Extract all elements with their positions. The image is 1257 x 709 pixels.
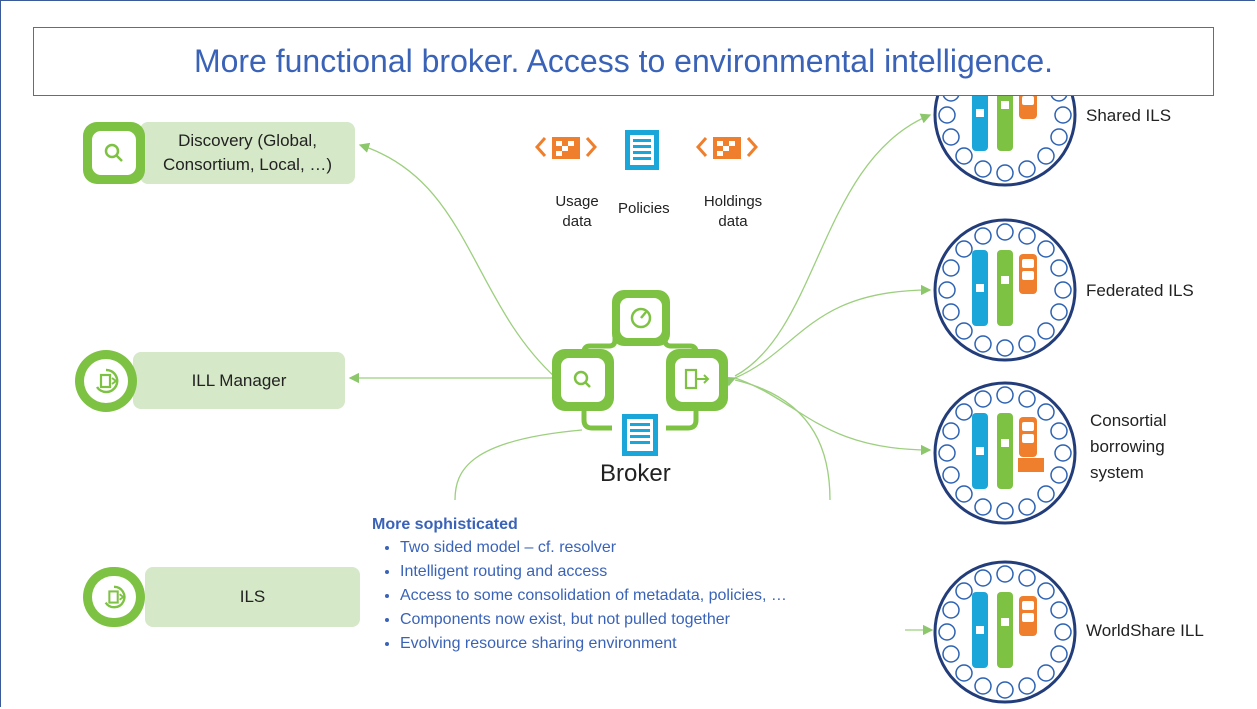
ils-label: ILS [239, 587, 266, 606]
consortial-label: Consortial borrowing system [1090, 411, 1167, 482]
shared-ils-label: Shared ILS [1086, 106, 1172, 125]
slide-title: More functional broker. Access to enviro… [33, 27, 1214, 96]
federated-ils-label: Federated ILS [1086, 281, 1194, 300]
ill-manager-icon [75, 350, 137, 412]
connector-ils [454, 429, 583, 501]
bullet-list: More sophisticated Two sided model – cf.… [372, 516, 787, 658]
ill-manager-box: ILL Manager [133, 352, 345, 409]
bullet-heading: More sophisticated [372, 516, 518, 533]
bullet-item: Components now exist, but not pulled tog… [400, 610, 787, 629]
connector-federated-ils [724, 284, 932, 387]
search-icon [83, 122, 145, 184]
ill-manager-label: ILL Manager [191, 370, 287, 390]
discovery-box: Discovery (Global, Consortium, Local, …) [140, 122, 355, 184]
discovery-label: Discovery (Global, Consortium, Local, …) [162, 131, 333, 174]
worldshare-ill-label: WorldShare ILL [1086, 621, 1204, 640]
usage-data-label: Usage data [555, 193, 599, 230]
broker-label: Broker [600, 460, 671, 487]
ils-box: ILS [145, 567, 360, 627]
connector-bottom [734, 379, 831, 501]
bullet-item: Evolving resource sharing environment [400, 634, 787, 653]
bullet-item: Two sided model – cf. resolver [400, 538, 787, 557]
bullet-item: Access to some consolidation of metadata… [400, 586, 787, 605]
holdings-data-label: Holdings data [703, 193, 763, 230]
ils-icon [83, 567, 145, 627]
connector-shared-ils [734, 113, 932, 377]
connector-consortial [734, 377, 932, 456]
policies-label: Policies [618, 200, 670, 217]
connector-discovery [358, 142, 557, 379]
bullet-item: Intelligent routing and access [400, 562, 787, 581]
